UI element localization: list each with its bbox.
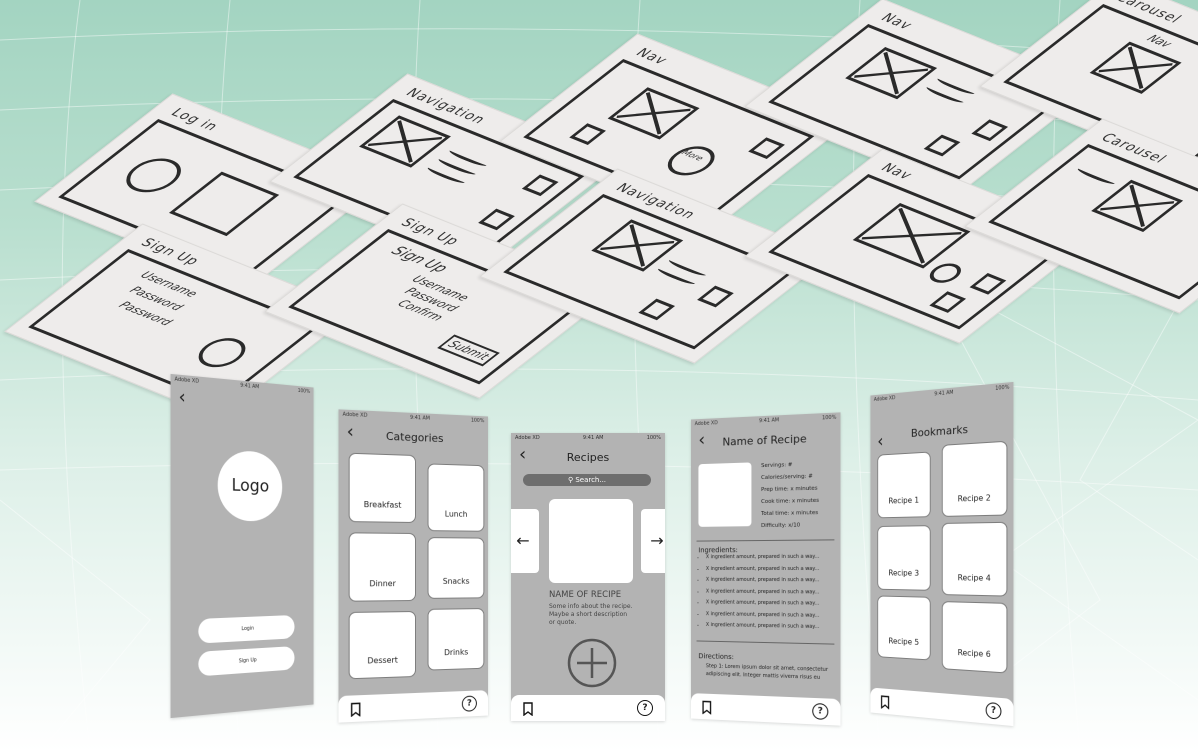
page-title: Recipes [566,451,610,464]
login-button[interactable]: Login [198,614,295,644]
bookmark-recipe-2[interactable]: Recipe 2 [941,440,1008,517]
category-snacks[interactable]: Snacks [427,537,485,599]
bookmark-recipe-1[interactable]: Recipe 1 [877,451,931,519]
category-dinner[interactable]: Dinner [348,532,416,602]
logo: Logo [217,449,283,522]
screen-login: Adobe XD 9:41 AM 100% ‹ Logo Login Sign … [170,373,314,719]
back-arrow-icon[interactable]: ‹ [519,444,527,465]
screen-recipes: Adobe XD 9:41 AM 100% ‹ Recipes ⚲ Search… [511,433,665,721]
bookmark-icon[interactable] [702,700,711,714]
page-title: Name of Recipe [722,432,807,449]
sketch-nav-mid: Nav [744,148,1098,344]
next-arrow-button[interactable]: → [641,509,665,573]
sketch-image-placeholder [359,115,451,168]
sketch-nav-top: Nav [744,0,1098,194]
ingredients-list: X ingredient amount, prepared in such a … [693,552,819,634]
recipe-info: Some info about the recipe. Maybe a shor… [549,603,633,626]
bottom-nav: ? [511,695,665,721]
search-input[interactable]: ⚲ Search... [523,474,651,486]
sketch-carousel-top: Carousel Nav [979,0,1198,174]
recipe-name: NAME OF RECIPE [549,590,622,600]
status-bar: Adobe XD 9:41 AM 100% [515,435,661,441]
category-lunch[interactable]: Lunch [427,463,485,532]
screen-bookmarks: Adobe XD 9:41 AM 100% ‹ Bookmarks Recipe… [870,381,1014,727]
recipe-image [549,499,633,583]
page-title: Bookmarks [910,422,968,440]
help-icon[interactable]: ? [985,701,1002,720]
bookmark-recipe-5[interactable]: Recipe 5 [877,595,931,661]
recipe-thumbnail [698,462,752,527]
add-icon[interactable] [567,638,617,688]
screen-categories: Adobe XD 9:41 AM 100% ‹ Categories Break… [338,409,489,723]
bookmark-recipe-4[interactable]: Recipe 4 [941,521,1008,597]
signup-button[interactable]: Sign Up [198,646,295,677]
divider [696,539,835,542]
page-title: Categories [385,429,444,446]
sketch-form-box [168,171,280,237]
sketch-button-circle [188,333,256,373]
directions-label: Directions: [698,652,734,662]
help-icon[interactable]: ? [461,695,477,712]
divider [696,640,835,645]
bookmark-icon[interactable] [881,695,890,709]
directions-text: Step 1: Lorem ipsum dolor sit amet, cons… [705,663,828,681]
category-drinks[interactable]: Drinks [427,608,485,671]
bookmark-icon[interactable] [523,702,533,716]
bookmark-icon[interactable] [351,702,361,717]
prev-arrow-button[interactable]: ← [511,509,539,573]
sketch-logo-circle [115,152,193,199]
category-breakfast[interactable]: Breakfast [348,452,416,524]
help-icon[interactable]: ? [812,702,829,720]
bookmark-recipe-6[interactable]: Recipe 6 [941,601,1008,674]
sketch-navigation-1: Navigation [269,73,623,269]
sketch-nav-small: Nav More [499,33,853,229]
search-icon: ⚲ [567,476,574,484]
sketch-title: Sign Up [386,244,452,276]
bookmark-recipe-3[interactable]: Recipe 3 [877,525,931,591]
screen-recipe-detail: Adobe XD 9:41 AM 100% ‹ Name of Recipe S… [690,412,841,726]
help-icon[interactable]: ? [637,700,653,716]
category-dessert[interactable]: Dessert [348,610,416,680]
recipe-stats: Servings: # Calories/serving: # Prep tim… [761,462,820,530]
sketch-carousel-mid: Carousel [964,118,1198,314]
sketch-submit: Submit [437,334,500,367]
back-arrow-icon[interactable]: ‹ [178,386,186,409]
sketch-navigation-2: Navigation [479,168,833,364]
